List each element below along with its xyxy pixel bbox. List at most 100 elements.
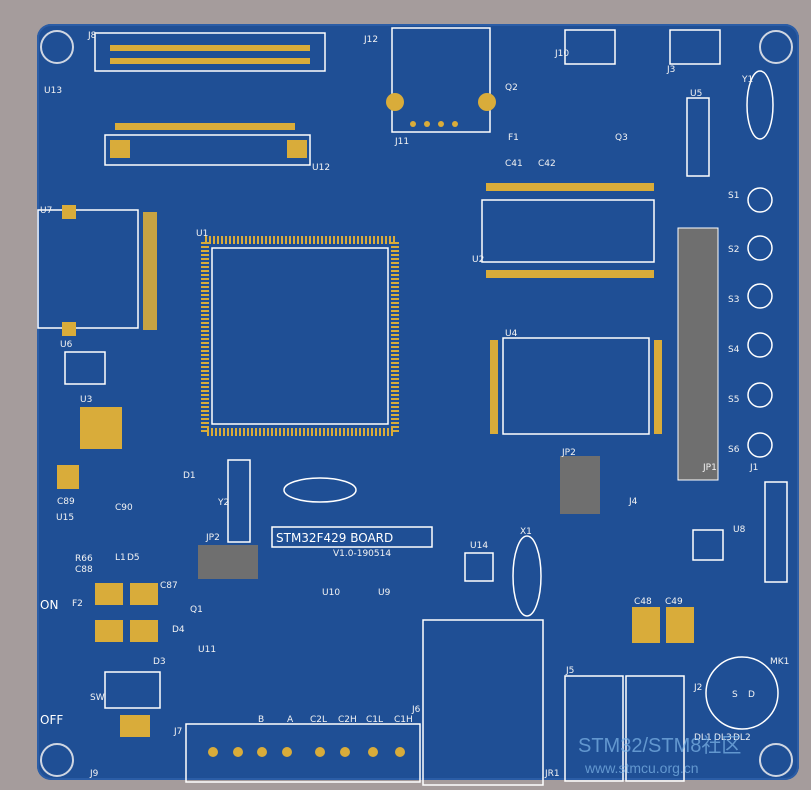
label-q2: Q2: [505, 83, 518, 93]
label-a: A: [287, 715, 294, 725]
on-label: ON: [40, 598, 58, 612]
jp2b-header: [560, 456, 600, 514]
j8-connector: [94, 32, 326, 72]
label-q1: Q1: [190, 605, 203, 615]
u2-memory-chip: [481, 183, 655, 278]
u14-chip: [464, 552, 494, 582]
label-s6: S6: [728, 445, 740, 455]
label-j2: J2: [693, 683, 702, 693]
watermark-url: www.stmcu.org.cn: [584, 760, 699, 776]
j7-terminal: [185, 723, 421, 783]
mounting-hole: [759, 743, 793, 777]
watermark: STM32/STM8社区: [578, 734, 741, 757]
label-c41: C41: [505, 159, 523, 169]
label-u2: U2: [472, 255, 484, 265]
mounting-hole: [759, 30, 793, 64]
label-u8: U8: [733, 525, 746, 535]
u7-module: [37, 205, 157, 336]
j2-jack: [625, 675, 685, 782]
j10-usb: [564, 29, 616, 65]
label-j7: J7: [173, 727, 182, 737]
label-q3: Q3: [615, 133, 628, 143]
u8-chip: [692, 529, 724, 561]
label-jp2b: JP2: [561, 448, 576, 458]
crystal: [283, 477, 357, 503]
label-j8: J8: [87, 31, 97, 41]
label-s1: S1: [728, 191, 739, 201]
label-u11: U11: [198, 645, 216, 655]
label-u10: U10: [322, 588, 340, 598]
label-dl1: DL1: [694, 733, 712, 743]
label-r66: R66: [75, 554, 93, 564]
label-j10: J10: [554, 49, 569, 59]
y1-crystal: [746, 70, 774, 140]
label-d1: D1: [183, 471, 196, 481]
label-s: S: [732, 690, 738, 700]
label-u4: U4: [505, 329, 518, 339]
label-j5: J5: [565, 666, 574, 676]
label-s5: S5: [728, 395, 739, 405]
label-j4: J4: [628, 497, 638, 507]
y2-crystal: [227, 459, 251, 543]
label-y1: Y1: [741, 75, 753, 85]
label-u7: U7: [40, 206, 52, 216]
mk1-microphone: [705, 656, 779, 730]
label-u3: U3: [80, 395, 92, 405]
label-c1h: C1H: [394, 715, 413, 725]
u5-chip: [686, 97, 710, 177]
jp2-header: [198, 545, 258, 579]
label-b: B: [258, 715, 264, 725]
label-mk1: MK1: [770, 657, 789, 667]
push-buttons: [747, 187, 773, 458]
label-c2l: C2L: [310, 715, 327, 725]
label-j11: J11: [394, 137, 409, 147]
u4-flash-chip: [490, 337, 662, 435]
label-f1: F1: [508, 133, 519, 143]
label-j9: J9: [89, 769, 99, 779]
label-c42: C42: [538, 159, 556, 169]
label-u9: U9: [378, 588, 391, 598]
label-c2h: C2H: [338, 715, 357, 725]
label-c49: C49: [665, 597, 683, 607]
label-c89: C89: [57, 497, 75, 507]
u3-chip: [80, 407, 122, 449]
label-j12: J12: [363, 35, 378, 45]
label-u5: U5: [690, 89, 702, 99]
label-u14: U14: [470, 541, 488, 551]
label-c90: C90: [115, 503, 133, 513]
j11-ethernet-jack: [386, 27, 496, 133]
label-d3: D3: [153, 657, 166, 667]
label-d: D: [748, 690, 755, 700]
mounting-hole: [40, 30, 74, 64]
label-s2: S2: [728, 245, 739, 255]
label-x1: X1: [520, 527, 532, 537]
board-title: STM32F429 BOARD: [276, 531, 393, 545]
label-l1: L1: [115, 553, 126, 563]
off-label: OFF: [40, 713, 63, 727]
label-jr1: JR1: [544, 769, 560, 779]
label-jp2: JP2: [205, 533, 220, 543]
j5-jack: [564, 675, 624, 782]
label-dl2: DL2: [733, 733, 751, 743]
label-f2: F2: [72, 599, 83, 609]
label-y2: Y2: [217, 498, 229, 508]
label-u13: U13: [44, 86, 62, 96]
label-d5: D5: [127, 553, 140, 563]
label-dl3: DL3: [714, 733, 732, 743]
u1-mcu-chip: [201, 236, 399, 436]
label-c48: C48: [634, 597, 652, 607]
u6-chip: [64, 351, 106, 385]
title-box: [271, 526, 433, 548]
label-j1: J1: [749, 463, 758, 473]
sw-switch: [104, 671, 161, 709]
x1-crystal: [512, 535, 542, 617]
j1-header: [764, 481, 788, 583]
label-j3: J3: [666, 65, 675, 75]
label-u12: U12: [312, 163, 330, 173]
label-c87: C87: [160, 581, 178, 591]
j6-connector: [422, 619, 544, 786]
label-j6: J6: [411, 705, 421, 715]
u12-connector: [104, 123, 311, 166]
